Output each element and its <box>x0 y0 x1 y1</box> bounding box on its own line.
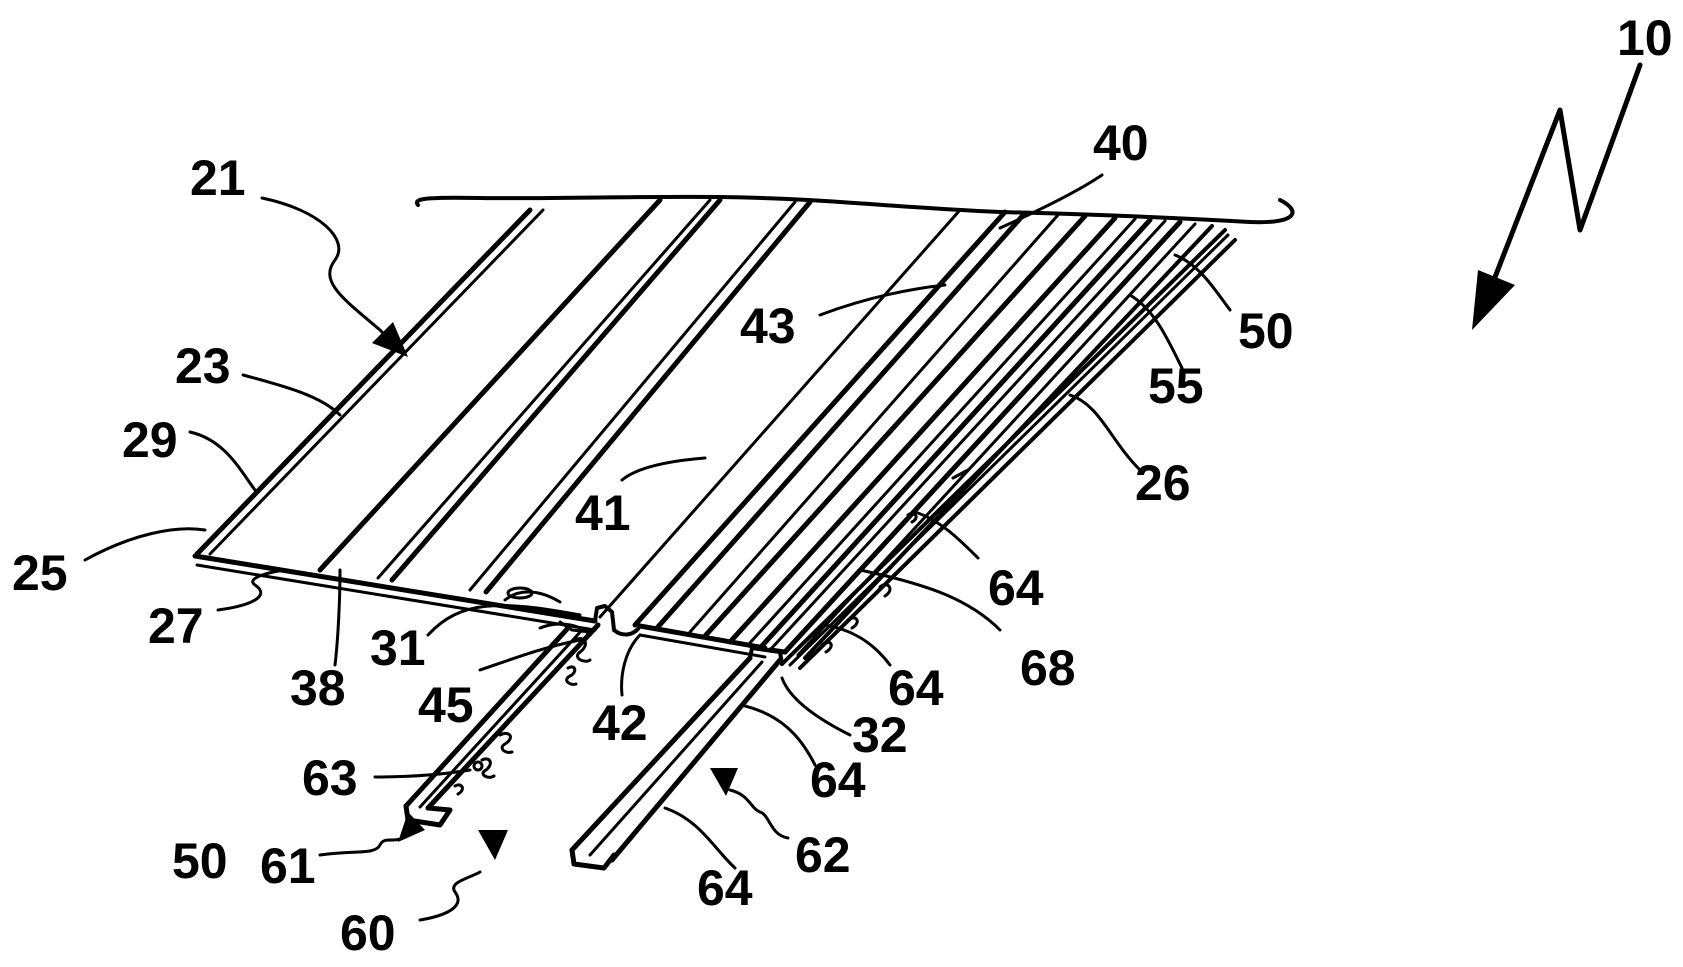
label-27: 27 <box>148 598 204 654</box>
label-64-upper: 64 <box>988 560 1044 616</box>
arrowhead-10 <box>1472 270 1515 330</box>
label-50-top: 50 <box>1238 303 1294 359</box>
arrowhead-61 <box>398 812 425 842</box>
label-42: 42 <box>592 695 648 751</box>
label-23: 23 <box>175 338 231 394</box>
label-10: 10 <box>1617 10 1673 66</box>
label-64-middle: 64 <box>888 660 944 716</box>
label-25: 25 <box>12 545 68 601</box>
label-50-bottom: 50 <box>172 833 228 889</box>
label-29: 29 <box>122 412 178 468</box>
label-38: 38 <box>290 660 346 716</box>
label-62: 62 <box>795 827 851 883</box>
label-41: 41 <box>575 485 631 541</box>
label-68: 68 <box>1020 640 1076 696</box>
label-43: 43 <box>740 298 796 354</box>
label-45: 45 <box>418 677 474 733</box>
label-21: 21 <box>190 150 246 206</box>
label-63: 63 <box>302 750 358 806</box>
label-64-bottom: 64 <box>697 860 753 916</box>
label-61: 61 <box>260 838 316 894</box>
break-line <box>417 197 1293 222</box>
strip-ribs <box>320 200 1212 658</box>
label-40: 40 <box>1093 115 1149 171</box>
label-31: 31 <box>370 620 426 676</box>
label-64-lower: 64 <box>810 752 866 808</box>
label-60: 60 <box>340 905 396 961</box>
label-26: 26 <box>1135 455 1191 511</box>
label-55: 55 <box>1148 358 1204 414</box>
arrowheads <box>372 270 1515 860</box>
arrowhead-60 <box>478 830 508 860</box>
